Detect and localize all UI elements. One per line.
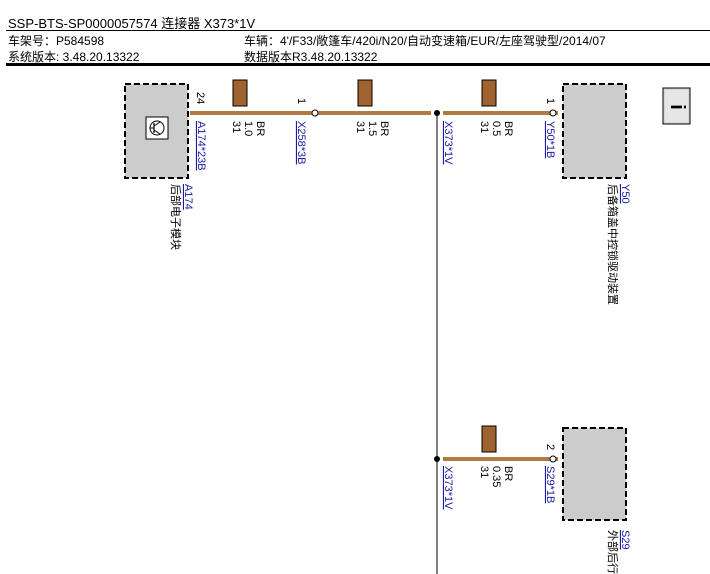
component-id-link-y50[interactable]: Y50 <box>619 184 631 204</box>
connector-link-x373-bottom[interactable]: X373*1V <box>442 466 454 510</box>
connector-pin-marker <box>549 455 557 463</box>
wire-size: 0.35 <box>490 466 502 487</box>
wire-number: 31 <box>478 121 490 133</box>
splice-dot <box>434 456 440 462</box>
data-version-text: 数据版本R3.48.20.13322 <box>244 50 378 64</box>
wire-color: BR <box>502 121 514 136</box>
header-divider <box>6 30 710 31</box>
component-name-a174: 后部电子模块 <box>169 184 183 250</box>
component-name-s29: 外部后行 <box>606 530 620 574</box>
wire-color-tag[interactable] <box>481 79 497 107</box>
component-y50[interactable] <box>562 83 627 179</box>
info-button[interactable]: i <box>662 87 691 125</box>
wire-color-tag[interactable] <box>481 425 497 453</box>
component-s29[interactable] <box>562 427 627 521</box>
vehicle-text: 车辆：4'/F33/敞篷车/420i/N20/自动变速箱/EUR/左座驾驶型/2… <box>244 34 606 48</box>
page-title: SSP-BTS-SP0000057574 连接器 X373*1V <box>8 16 256 31</box>
wire-color: BR <box>378 121 390 136</box>
wire-color-tag[interactable] <box>357 79 373 107</box>
wire-color: BR <box>502 466 514 481</box>
connector-link-a174[interactable]: A174*23B <box>195 121 207 171</box>
header-bottom-rule <box>6 63 710 66</box>
pin-number-s29: 2 <box>544 444 556 450</box>
wire-color-tag[interactable] <box>232 79 248 107</box>
wire-number: 31 <box>230 121 242 133</box>
wire-size: 0.5 <box>490 121 502 136</box>
wire-color: BR <box>254 121 266 136</box>
connector-link-x258[interactable]: X258*3B <box>295 121 307 164</box>
component-id-link-a174[interactable]: A174 <box>182 184 194 210</box>
wire-number: 31 <box>478 466 490 478</box>
wire-number: 31 <box>354 121 366 133</box>
component-name-y50: 后备箱盖中控锁驱动装置 <box>606 184 620 305</box>
component-id-link-s29[interactable]: S29 <box>619 530 631 550</box>
system-version-text: 系统版本: 3.48.20.13322 <box>8 50 140 64</box>
pin-number-y50: 1 <box>544 98 556 104</box>
vin-text: 车架号：P584598 <box>8 34 105 48</box>
wire-size: 1.0 <box>242 121 254 136</box>
connector-pin-marker <box>549 109 557 117</box>
pin-number-x258: 1 <box>295 98 307 104</box>
connector-link-y50[interactable]: Y50*1B <box>544 121 556 158</box>
transistor-icon <box>145 116 169 140</box>
connector-link-x373-top[interactable]: X373*1V <box>442 121 454 165</box>
info-icon: i <box>666 104 688 110</box>
splice-dot <box>434 110 440 116</box>
connector-pin-marker <box>311 109 319 117</box>
wire-size: 1.5 <box>366 121 378 136</box>
pin-number-a174: 24 <box>194 92 206 104</box>
connector-link-s29[interactable]: S29*1B <box>544 466 556 503</box>
